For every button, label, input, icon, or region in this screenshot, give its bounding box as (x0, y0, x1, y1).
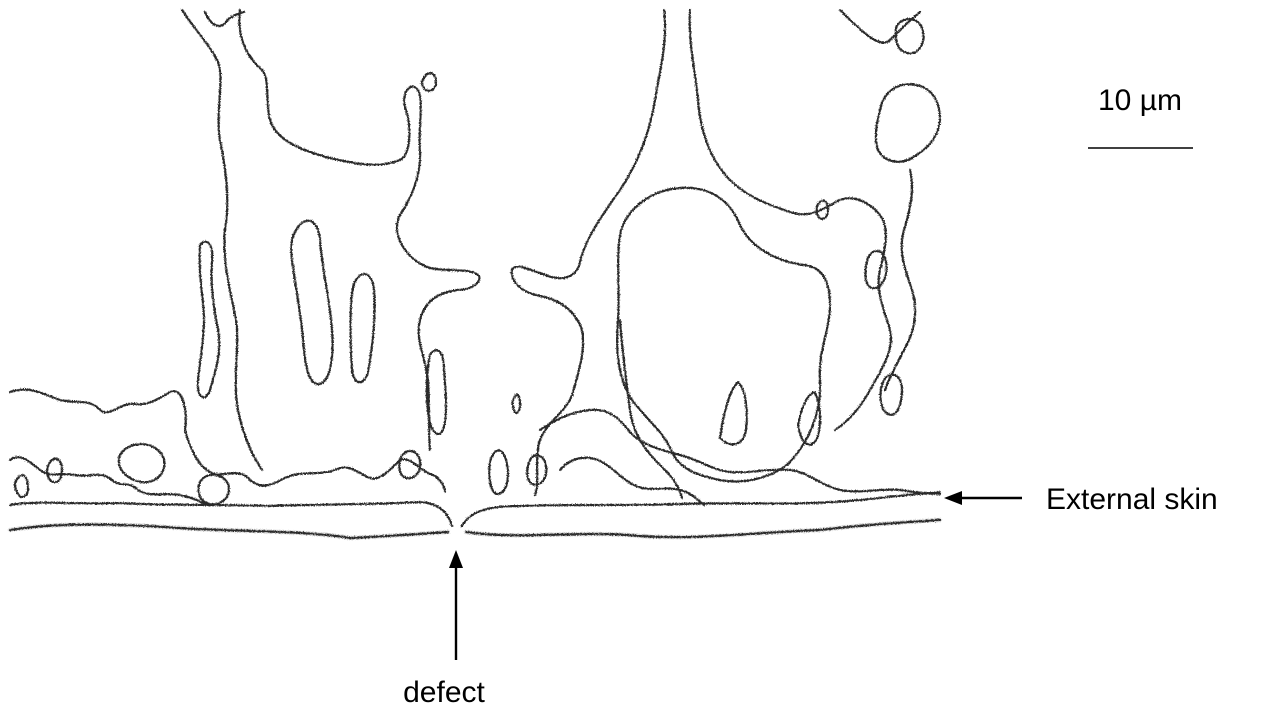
large-cell-outline (617, 188, 830, 482)
right-far-column (885, 170, 915, 390)
microstructure-outlines (10, 10, 940, 538)
scale-bar-label: 10 µm (1098, 84, 1182, 117)
external-skin-arrowhead (944, 491, 962, 505)
right-side-pore-2 (881, 375, 902, 415)
elongated-pore-left (291, 221, 332, 384)
pore-small-6 (422, 73, 436, 91)
right-small-pore-1 (489, 450, 508, 494)
skin-top-edge-left (10, 502, 452, 526)
right-porous-region (489, 10, 940, 505)
left-scale-outline (10, 390, 445, 492)
left-column-inner (239, 10, 479, 450)
pore-small-2 (198, 475, 228, 505)
right-column-left-edge (512, 10, 665, 495)
right-top-pore (896, 19, 923, 53)
left-top-gap (205, 12, 244, 26)
right-upper-cell (876, 84, 940, 161)
right-upper-edge (840, 10, 920, 43)
left-porous-region (10, 10, 520, 504)
pore-tiny-1 (513, 395, 521, 413)
defect-label: defect (403, 676, 485, 709)
right-spike-1 (720, 382, 747, 444)
right-spike-2 (798, 392, 820, 445)
pore-small-4 (47, 459, 62, 483)
elongated-pore-centre (351, 274, 375, 382)
thin-column (198, 242, 220, 398)
external-skin-layer (10, 493, 940, 538)
right-column-right-edge (690, 10, 891, 430)
pore-small-1 (119, 444, 165, 482)
scale-bar-group: 10 µm (1088, 84, 1193, 148)
defect-arrowhead (449, 550, 463, 568)
left-lower-wall (10, 457, 205, 504)
large-cell-inner-wall (620, 320, 682, 498)
external-skin-label: External skin (1046, 483, 1218, 516)
external-skin-annotation: External skin (944, 483, 1218, 516)
left-column-outer (182, 10, 262, 470)
pore-small-5 (15, 475, 28, 497)
defect-annotation: defect (403, 550, 485, 709)
skin-top-edge-right (462, 493, 940, 526)
